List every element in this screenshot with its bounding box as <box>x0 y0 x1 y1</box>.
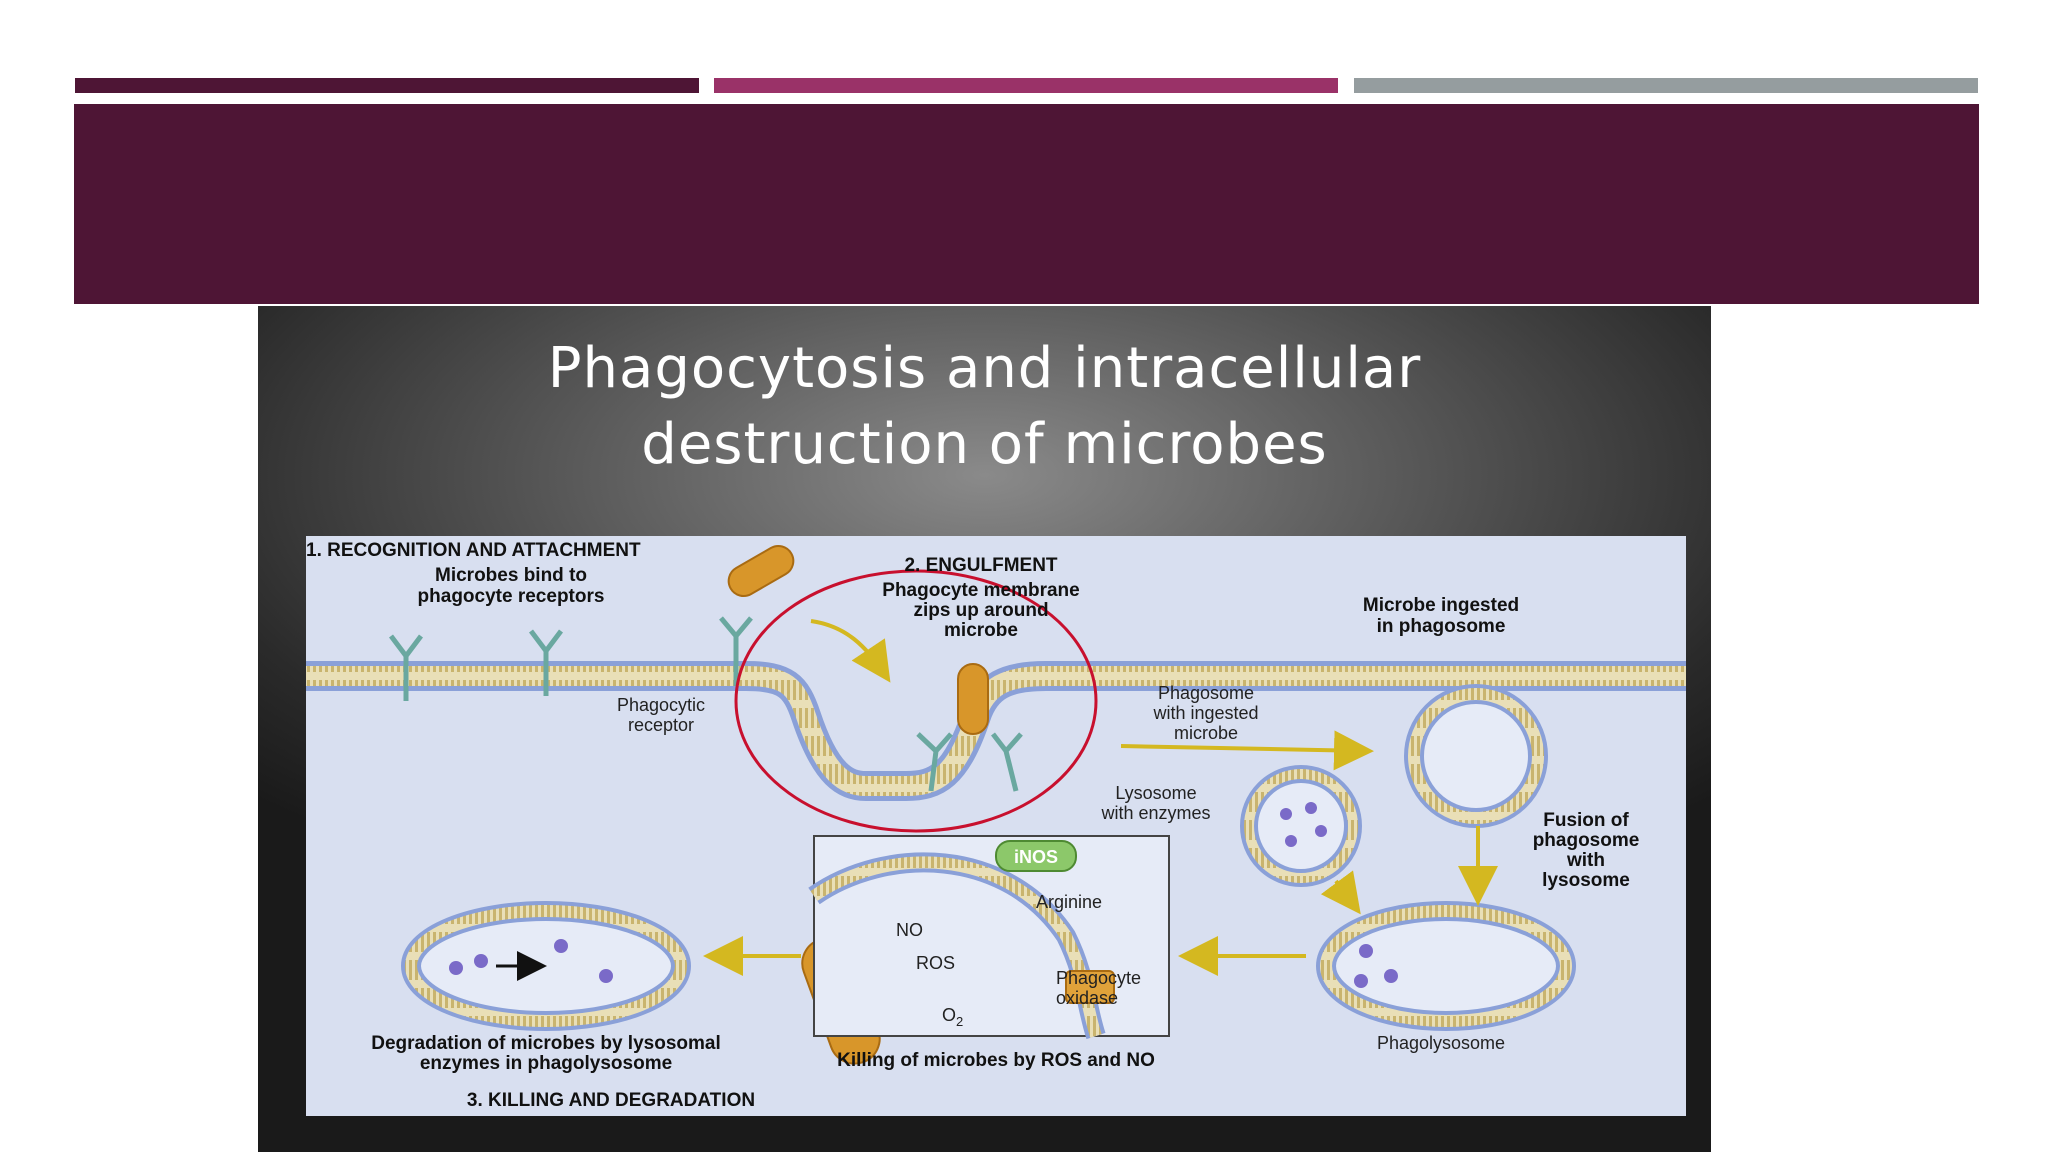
inos-badge <box>995 840 1077 872</box>
phagosome-line-3: microbe <box>1174 723 1238 743</box>
phagolysosome-label: Phagolysosome <box>1377 1033 1505 1053</box>
lysosome-line-1: Lysosome <box>1115 783 1196 803</box>
phagocytic-receptor-icon <box>389 616 1023 792</box>
engulfment-highlight-circle <box>734 569 1098 833</box>
step1-line-1: Microbes bind to <box>435 565 587 586</box>
degradation-line-1: Degradation of microbes by lysosomal <box>371 1033 720 1054</box>
phagosome-icon <box>1404 684 1548 828</box>
lysosome-icon <box>1240 765 1362 887</box>
phagocyte-oxidase-icon <box>1065 970 1115 1004</box>
ingested-line-1: Microbe ingested <box>1363 595 1519 616</box>
phagocytosis-diagram: 1. RECOGNITION AND ATTACHMENT Microbes b… <box>306 536 1686 1116</box>
o2-label-subscript: 2 <box>956 1014 963 1029</box>
receptor-line-2: receptor <box>628 715 694 735</box>
phagolysosome-icon <box>1316 901 1576 1031</box>
no-label: NO <box>896 920 923 940</box>
killing-label: Killing of microbes by ROS and NO <box>837 1050 1155 1071</box>
image-title-line-2: destruction of microbes <box>641 412 1328 477</box>
degradation-line-2: enzymes in phagolysosome <box>420 1053 672 1074</box>
fusion-line-3: with <box>1566 850 1605 871</box>
lysosome-line-2: with enzymes <box>1100 803 1210 823</box>
inos-label: iNOS <box>1014 847 1058 867</box>
step2-line-3: microbe <box>944 620 1018 641</box>
title-band <box>74 104 1979 304</box>
arginine-label: Arginine <box>1036 892 1102 912</box>
fusion-line-4: lysosome <box>1542 870 1630 891</box>
phagosome-line-2: with ingested <box>1152 703 1258 723</box>
step2-title: 2. ENGULFMENT <box>904 555 1057 576</box>
image-title-line-1: Phagocytosis and intracellular <box>547 336 1422 401</box>
oxidase-line-1: Phagocyte <box>1056 968 1141 988</box>
fusion-line-2: phagosome <box>1533 830 1640 851</box>
oxidase-line-2: oxidase <box>1056 988 1118 1008</box>
o2-label: O2 <box>942 1005 963 1029</box>
phagosome-line-1: Phagosome <box>1158 683 1254 703</box>
diagram-canvas: 1. RECOGNITION AND ATTACHMENT Microbes b… <box>306 540 1686 1111</box>
process-arrows <box>703 619 1498 976</box>
step2-line-1: Phagocyte membrane <box>882 580 1079 601</box>
killing-box <box>808 835 1170 1040</box>
slide-image: Phagocytosis and intracellular destructi… <box>258 306 1711 1152</box>
degradation-vesicle-icon <box>401 901 691 1031</box>
accent-bar-dark <box>75 78 699 93</box>
o2-label-base: O <box>942 1005 956 1025</box>
fusion-line-1: Fusion of <box>1543 810 1629 831</box>
step3-title: 3. KILLING AND DEGRADATION <box>467 1090 755 1111</box>
step1-title: 1. RECOGNITION AND ATTACHMENT <box>306 540 641 561</box>
accent-bar-gray <box>1354 78 1978 93</box>
ingested-line-2: in phagosome <box>1377 616 1506 637</box>
accent-bar-magenta <box>714 78 1338 93</box>
ros-label: ROS <box>916 953 955 973</box>
step2-line-2: zips up around <box>913 600 1048 621</box>
step1-line-2: phagocyte receptors <box>418 586 605 607</box>
receptor-line-1: Phagocytic <box>617 695 705 715</box>
